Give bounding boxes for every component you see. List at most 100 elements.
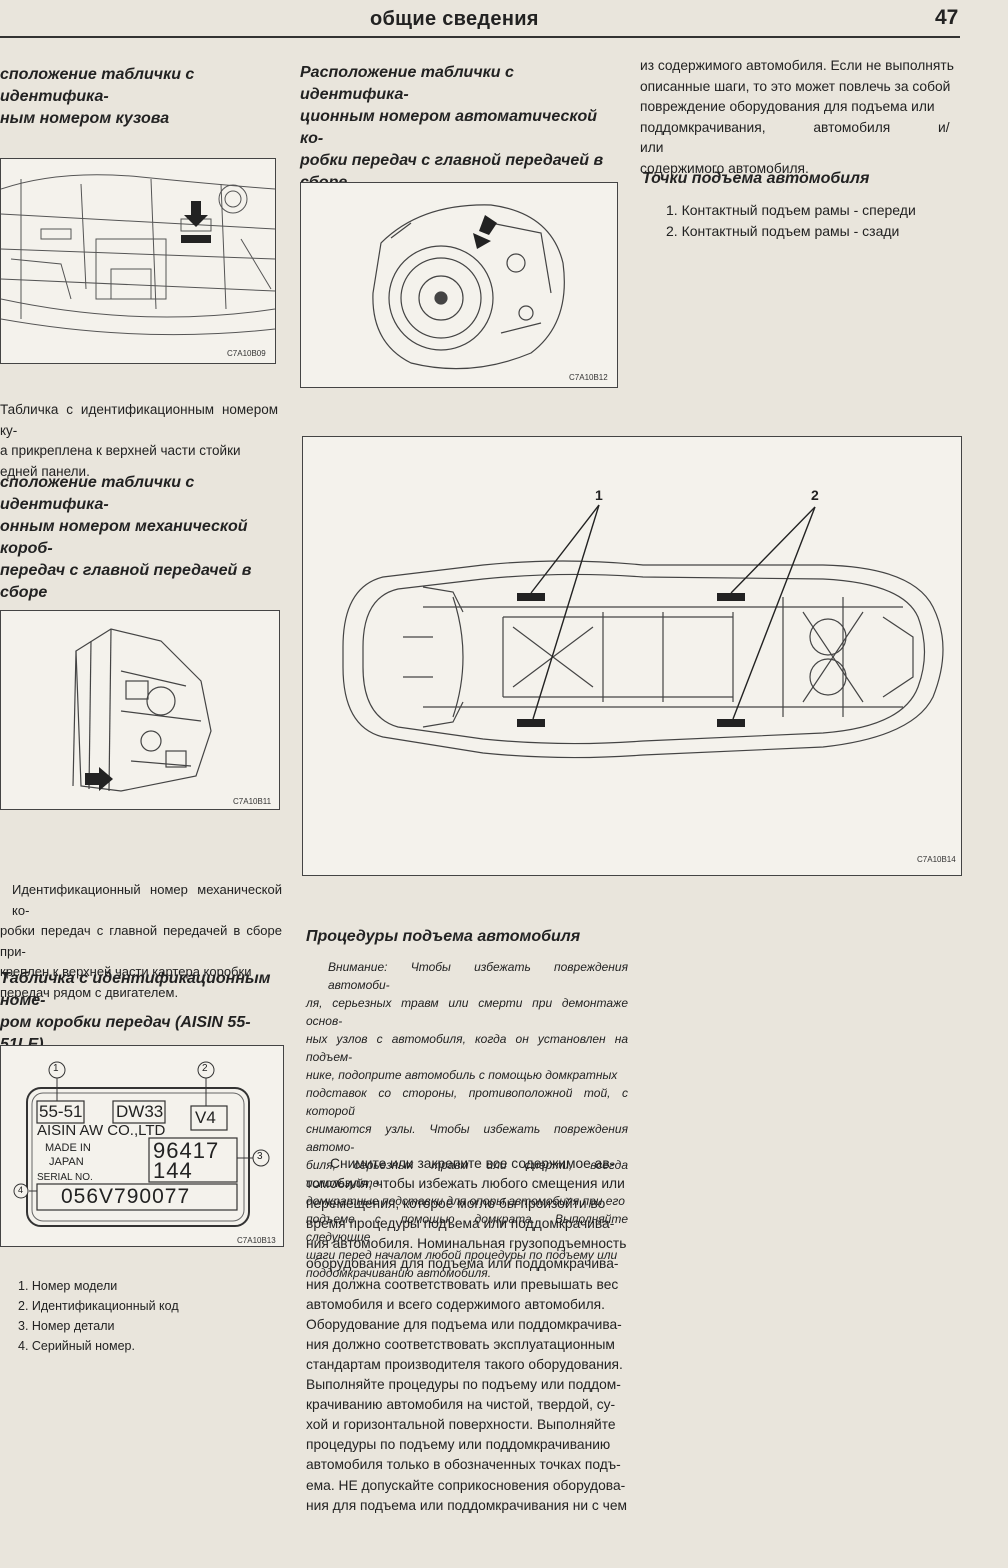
text-line: Выполняйте процедуры по подъему или подд… [306, 1377, 621, 1393]
figure-code: C7A10B13 [237, 1236, 276, 1245]
figure-lift-points: 1 2 C7A10B14 [302, 436, 962, 876]
text-line: ных узлов с автомобиля, когда он установ… [306, 1032, 628, 1064]
text-line: поддомкрачиванию автомобиля. [306, 1266, 492, 1280]
text-line: ля, серьезных травм или смерти при демон… [306, 996, 628, 1028]
text-line: робки передач с главной передачей в сбор… [0, 923, 282, 959]
engine-bay-drawing [1, 159, 275, 363]
text-line: повреждение оборудования для подъема или [640, 99, 935, 114]
list-item: 1. Контактный подъем рамы - спереди [666, 202, 916, 218]
legend-item: 1. Номер модели [18, 1279, 118, 1293]
heading-line: робки передач с главной передачей в [300, 152, 604, 169]
figure-aisin-plate: 55-51 DW33 V4 AISIN AW CO.,LTD MADE IN J… [0, 1045, 284, 1247]
plate-drawing [13, 1061, 270, 1227]
callout-2: 2 [811, 487, 819, 503]
heading-line: ционным номером автоматической ко- [300, 108, 598, 147]
plate-maker: AISIN AW CO.,LTD [37, 1122, 166, 1139]
callout-1: 1 [595, 487, 603, 503]
plate-legend: 1. Номер модели 2. Идентификационный код… [18, 1276, 179, 1356]
list-item: 2. Контактный подъем рамы - сзади [666, 223, 900, 239]
plate-id-code: DW33 [116, 1102, 164, 1121]
text-line: хой и горизонтальной поверхности. Выполн… [306, 1417, 616, 1433]
legend-item: 4. Серийный номер. [18, 1339, 135, 1353]
text-line: креплен к верхней части картера коробки [0, 964, 252, 979]
warning-note: Внимание: Чтобы избежать повреждения авт… [306, 958, 628, 1282]
plate-made-in: MADE IN [45, 1142, 91, 1154]
page-number: 47 [935, 6, 959, 29]
text-line: едней панели. [0, 463, 90, 479]
text-line: время процедуры подъема или поддомкрачив… [306, 1216, 615, 1232]
heading-lifting-procedures: Процедуры подъема автомобиля [306, 928, 581, 945]
text-line: Идентификационный номер механической ко- [12, 882, 282, 918]
plate-serial-label: SERIAL NO. [37, 1172, 93, 1183]
text-line: нике, подоприте автомобиль с помощью дом… [306, 1068, 618, 1082]
figure-body-vin-plate: C7A10B09 [0, 158, 276, 364]
heading-line: передач с главной передачей в сборе [0, 562, 252, 601]
text-line: ема. НЕ допускайте соприкосновения обору… [306, 1477, 626, 1493]
callout-3: 3 [257, 1151, 263, 1162]
text-line: ния для подъема или поддомкрачивания ни … [306, 1497, 627, 1513]
running-header-title: общие сведения [370, 8, 539, 30]
header-rule [0, 36, 960, 38]
text-line: подставок со стороны, противоположной то… [306, 1086, 628, 1118]
text-line: процедуры по подъему или поддомкрачивани… [306, 1437, 611, 1453]
legend-item: 2. Идентификационный код [18, 1299, 179, 1313]
heading-line: сположение таблички с идентифика- [0, 474, 195, 513]
text-line: крачиванию автомобиля на чистой, твердой… [306, 1397, 616, 1413]
text-line: автомобиля и всего содержимого автомобил… [306, 1296, 605, 1312]
figure-code: C7A10B12 [569, 373, 608, 382]
plate-serial-number: 056V790077 [61, 1185, 191, 1208]
figure-code: C7A10B14 [917, 855, 956, 864]
text-line: томобиля, чтобы избежать любого смещения… [306, 1176, 625, 1192]
figure-code: C7A10B09 [227, 349, 266, 358]
heading-aisin-plate: Табличка с идентификационным номе- ром к… [0, 968, 282, 1056]
text-line: автомобиля только в обозначенных точках … [306, 1457, 621, 1473]
heading-automatic-gearbox-plate: Расположение таблички с идентифика- цион… [300, 62, 620, 194]
heading-manual-gearbox-plate: сположение таблички с идентифика- онным … [0, 472, 282, 604]
text-line: шаги перед началом любой процедуры по по… [306, 1248, 618, 1262]
heading-line: сположение таблички с идентифика- [0, 66, 195, 105]
heading-line: ным номером кузова [0, 110, 170, 127]
text-line: Табличка с идентификационным номером ку- [0, 402, 278, 438]
heading-body-vin-location: сположение таблички с идентифика- ным но… [0, 64, 280, 130]
text-line: Внимание: Чтобы избежать повреждения авт… [328, 960, 628, 992]
text-line: ния должно соответствовать эксплуатацион… [306, 1336, 615, 1352]
text-line: содержимого автомобиля. [640, 160, 809, 176]
underbody-drawing [342, 504, 944, 759]
text-line: подъеме с помощью домкрата. Выполняйте с… [306, 1212, 628, 1244]
figure-automatic-gearbox: C7A10B12 [300, 182, 618, 388]
text-line: стандартам производителя такого оборудов… [306, 1356, 623, 1372]
text-line: перемещения, которое могло бы произойти … [306, 1196, 606, 1212]
plate-model: 55-51 [39, 1102, 83, 1121]
paragraph-manual-gearbox-vin: Идентификационный номер механической ко-… [0, 880, 282, 1003]
automatic-gearbox-drawing [372, 204, 565, 370]
text-line: описанные шаги, то это может повлечь за … [640, 78, 951, 94]
plate-japan: JAPAN [49, 1156, 84, 1168]
text-line: поддомкрачивания, автомобиля и/или [640, 119, 950, 156]
text-line: Снимите или закрепите все содержимое ав- [330, 1156, 615, 1171]
callout-4: 4 [18, 1185, 24, 1195]
text-line: из содержимого автомобиля. Если не выпол… [640, 58, 954, 73]
heading-line: Расположение таблички с идентифика- [300, 64, 514, 103]
lift-points-list: 1. Контактный подъем рамы - спереди 2. К… [666, 200, 916, 242]
callout-2: 2 [202, 1063, 208, 1074]
text-line: передач рядом с двигателем. [0, 984, 179, 1000]
legend-item: 3. Номер детали [18, 1319, 115, 1333]
figure-code: C7A10B11 [233, 797, 272, 806]
plate-v: V4 [195, 1108, 216, 1127]
text-line: домкратные подставки для опоры автомобил… [306, 1194, 625, 1208]
text-line: оборудования для подъема или поддомкрачи… [306, 1256, 619, 1272]
callout-1: 1 [53, 1063, 59, 1074]
text-line: снимаются узлы. Чтобы избежать поврежден… [306, 1122, 628, 1154]
paragraph-continued: из содержимого автомобиля. Если не выпол… [640, 56, 962, 179]
text-line: Оборудование для подъема или поддомкрачи… [306, 1316, 622, 1332]
heading-line: онным номером механической короб- [0, 518, 248, 557]
text-line: а прикреплена к верхней части стойки [0, 443, 241, 458]
plate-part-number-1: 96417 [153, 1138, 220, 1163]
paragraph-body-vin: Табличка с идентификационным номером ку-… [0, 400, 278, 482]
paragraph-lifting-procedure: Снимите или закрепите все содержимое ав-… [306, 1154, 630, 1516]
text-line: ния должна соответствовать или превышать… [306, 1276, 619, 1292]
heading-line: Табличка с идентификационным номе- [0, 970, 271, 1009]
manual-gearbox-drawing [72, 628, 212, 792]
plate-part-number-2: 144 [153, 1158, 193, 1183]
text-line: ния автомобиля. Номинальная грузоподъемн… [306, 1236, 627, 1252]
